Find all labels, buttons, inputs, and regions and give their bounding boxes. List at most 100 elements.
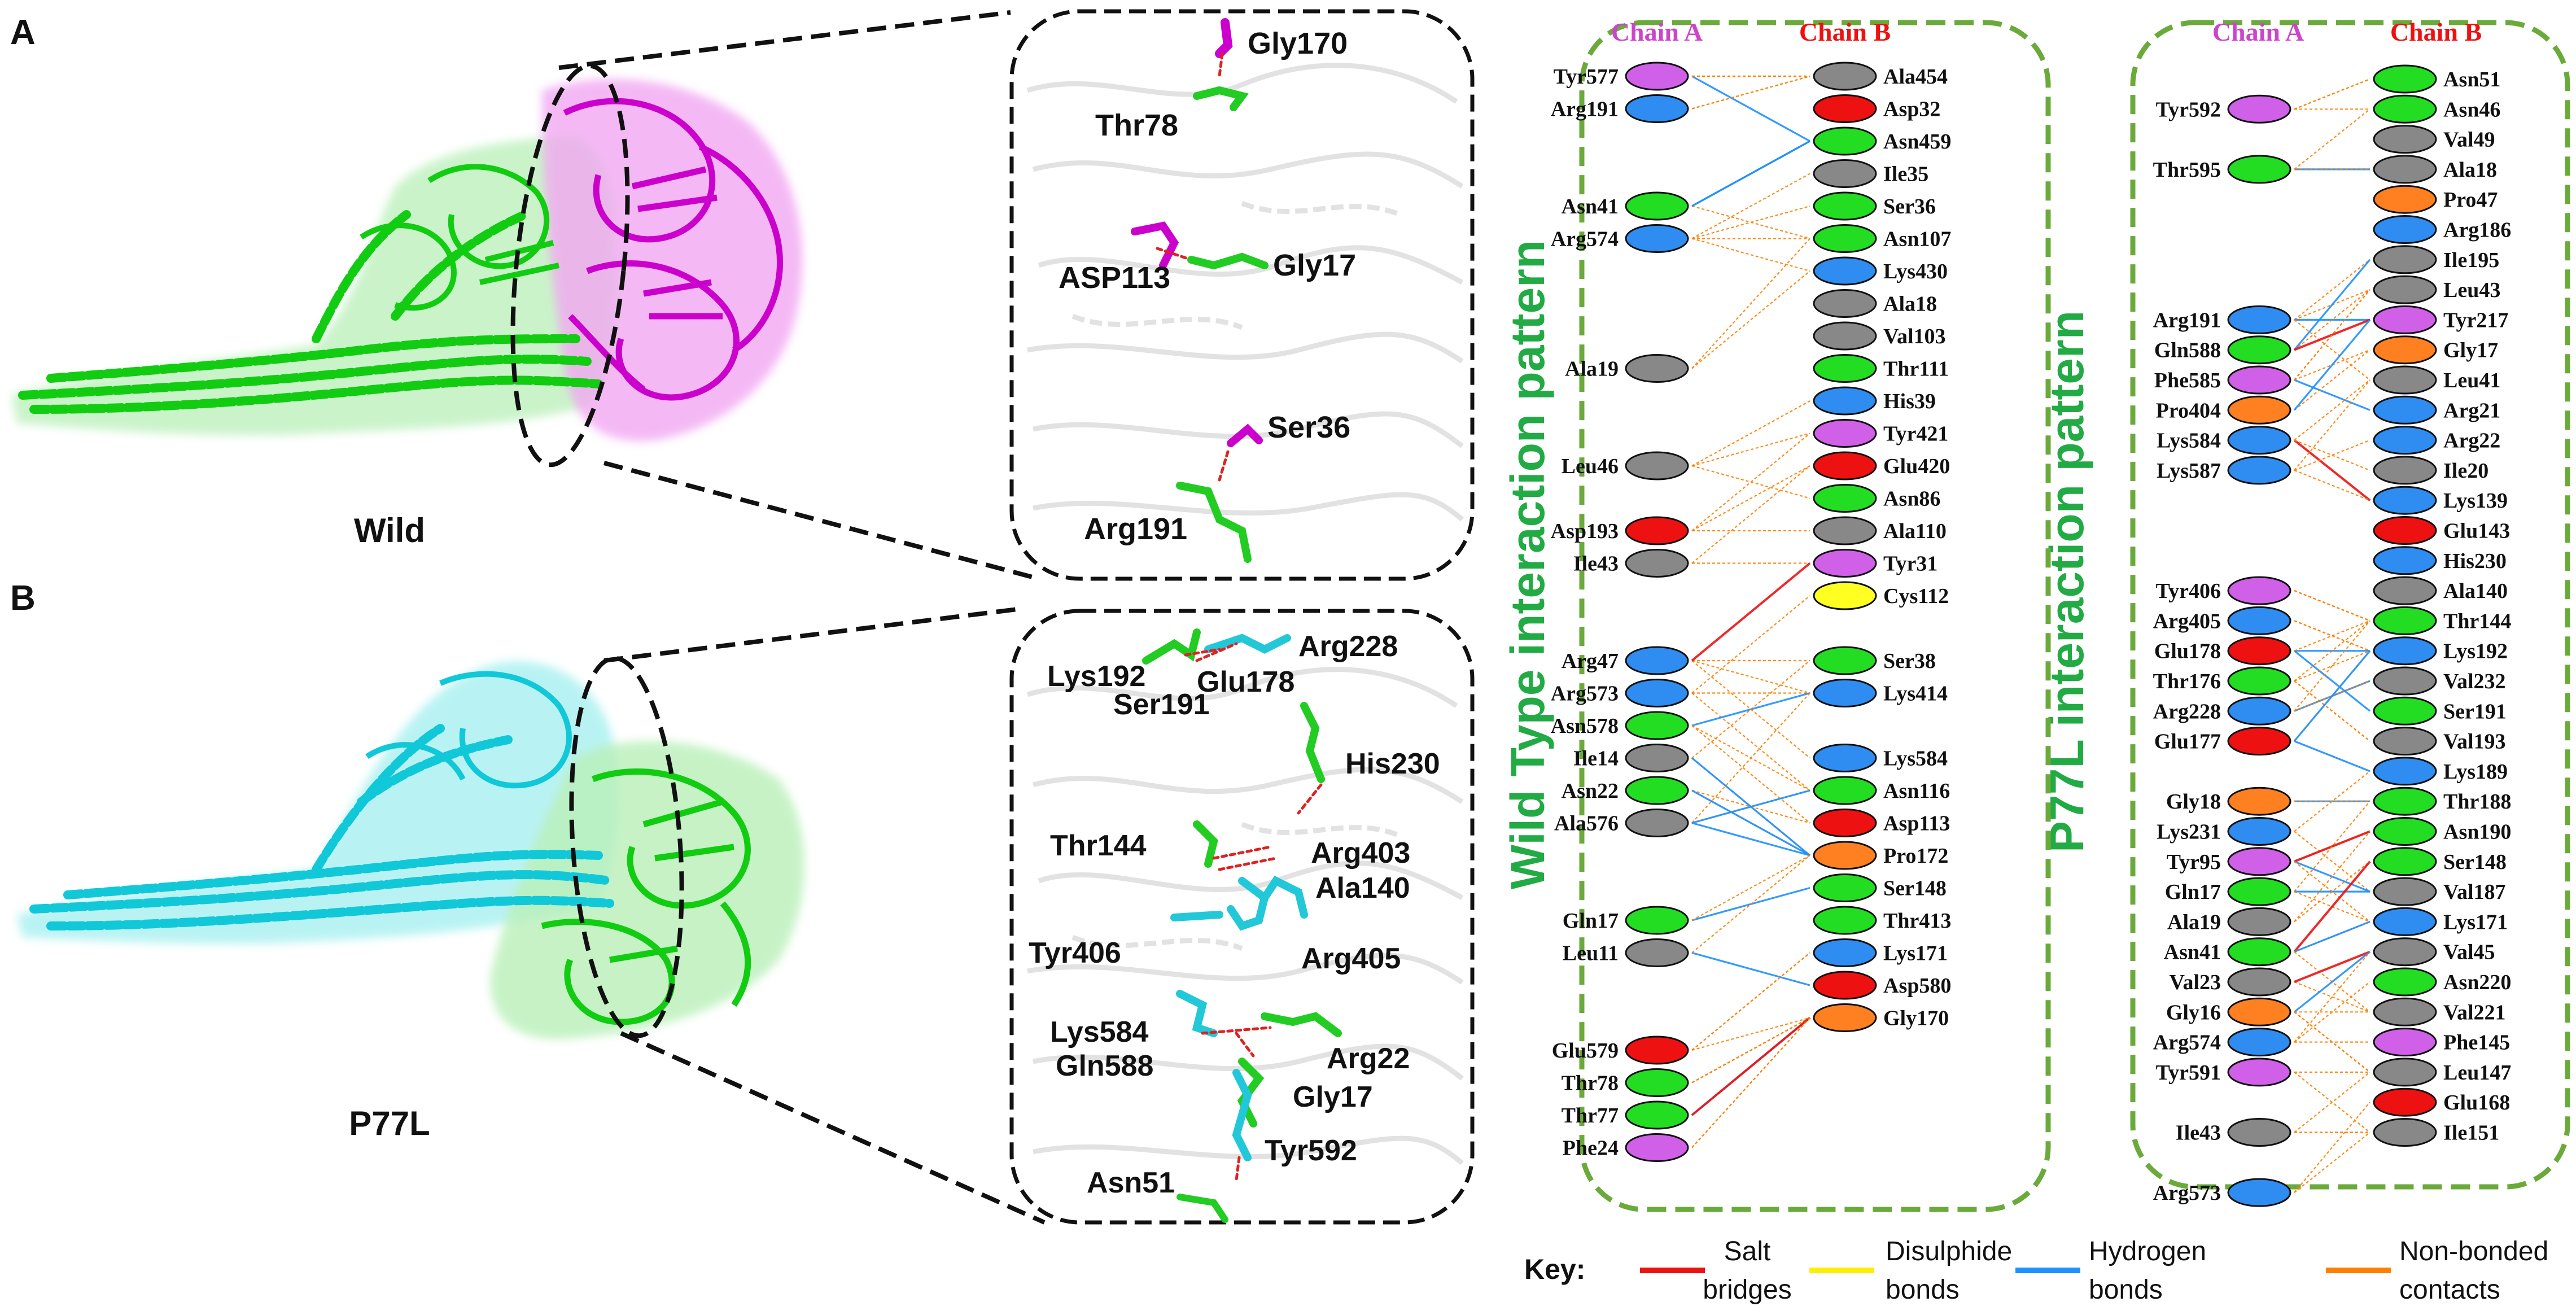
mutant-residue-label: Lys231: [2157, 820, 2221, 844]
mutant-residue-label: Gly16: [2166, 1001, 2221, 1024]
mutant-residue-node: [2373, 516, 2437, 545]
bond-line: [1691, 238, 1810, 272]
mutant-residue-label: Tyr406: [2156, 579, 2221, 603]
wild-residue-node: [1625, 224, 1689, 253]
mutant-residue-node: [2227, 847, 2291, 876]
zoom-b-label: Arg22: [1327, 1042, 1410, 1075]
mutant-residue-label: Gln588: [2154, 339, 2221, 362]
wild-residue-node: [1625, 94, 1689, 123]
zoom-b-label: Ala140: [1315, 872, 1410, 905]
mutant-residue-node: [2373, 305, 2437, 334]
mutant-residue-label: Tyr95: [2167, 850, 2221, 874]
mutant-residue-label: Pro47: [2443, 188, 2498, 212]
bond-line: [2294, 830, 2371, 863]
mutant-residue-label: Asn41: [2164, 941, 2221, 964]
bond-line: [1691, 75, 1810, 110]
bond-line: [1691, 951, 1810, 986]
wild-residue-label: Glu579: [1552, 1039, 1619, 1063]
mutant-residue-node: [2373, 817, 2437, 846]
mutant-residue-node: [2227, 1058, 2291, 1087]
wild-residue-node: [1813, 126, 1877, 156]
mutant-residue-label: Thr188: [2443, 790, 2511, 814]
mutant-residue-node: [2227, 937, 2291, 967]
wild-residue-node: [1813, 354, 1877, 383]
wild-residue-label: Arg47: [1562, 649, 1619, 673]
wild-residue-label: Phe24: [1563, 1137, 1619, 1160]
wild-residue-node: [1813, 971, 1877, 1000]
zoom-b-label: Tyr592: [1265, 1134, 1357, 1167]
wild-residue-label: Asp193: [1551, 519, 1619, 543]
wild-structure: [11, 63, 803, 468]
mutant-residue-node: [2373, 877, 2437, 906]
mutant-residue-node: [2227, 1028, 2291, 1057]
wild-residue-node: [1813, 938, 1877, 967]
mutant-residue-node: [2227, 907, 2291, 936]
mutant-residue-node: [2373, 1087, 2437, 1117]
bond-line: [2294, 831, 2371, 923]
wild-residue-label: Lys171: [1883, 942, 1948, 966]
wild-residue-node: [1625, 451, 1689, 480]
mutant-residue-label: Tyr592: [2156, 98, 2221, 121]
wild-residue-node: [1813, 646, 1877, 675]
mutant-residue-node: [2227, 727, 2291, 756]
wild-residue-label: Ala576: [1554, 812, 1619, 836]
wild-residue-label: Ala19: [1565, 357, 1619, 381]
wild-residue-node: [1813, 776, 1877, 805]
wild-residue-node: [1813, 679, 1877, 707]
bond-line: [1691, 692, 1810, 791]
zoom-a-label: Ser36: [1267, 410, 1350, 444]
wild-residue-node: [1813, 419, 1877, 448]
wild-residue-node: [1813, 386, 1877, 416]
mutant-residue-label: Asn190: [2443, 820, 2511, 844]
mutant-pattern-panel: [2130, 20, 2570, 1190]
mutant-residue-label: Lys587: [2157, 459, 2221, 483]
mutant-residue-label: Lys171: [2443, 910, 2508, 934]
mutant-residue-node: [2373, 245, 2437, 274]
bond-line: [2294, 680, 2371, 742]
mutant-residue-node: [2227, 997, 2291, 1026]
mutant-residue-label: Gly17: [2443, 339, 2498, 362]
mutant-residue-node: [2373, 125, 2437, 154]
wild-residue-label: Asn459: [1883, 130, 1951, 154]
mutant-residue-label: Leu43: [2443, 278, 2500, 302]
wild-residue-label: Asp580: [1883, 974, 1951, 998]
wild-residue-node: [1813, 873, 1877, 902]
legend-label: bonds: [2089, 1275, 2163, 1305]
wild-residue-node: [1813, 549, 1877, 578]
zoom-a-label: Gly17: [1273, 248, 1356, 282]
legend-label: contacts: [2399, 1275, 2500, 1305]
wild-residue-label: Gly170: [1883, 1007, 1949, 1030]
legend-label: Disulphide: [1886, 1237, 2012, 1266]
mutant-residue-node: [2373, 967, 2437, 997]
bond-line: [1691, 789, 1810, 857]
mutant-residue-node: [2227, 576, 2291, 605]
wild-residue-label: Asp113: [1883, 812, 1950, 836]
mutant-residue-node: [2373, 335, 2437, 365]
bond-line: [2294, 620, 2371, 712]
wild-residue-node: [1625, 744, 1689, 772]
mutant-residue-node: [2373, 727, 2437, 756]
bond-line: [1691, 855, 1810, 921]
mutant-residue-node: [2227, 817, 2291, 846]
wild-residue-node: [1813, 516, 1877, 545]
mutant-residue-node: [2373, 486, 2437, 515]
mutant-residue-label: Val23: [2169, 971, 2221, 994]
mutant-residue-node: [2227, 636, 2291, 666]
wild-residue-label: Tyr31: [1883, 552, 1938, 576]
wild-residue-node: [1813, 94, 1877, 123]
bond-line: [2294, 981, 2371, 1043]
bond-line: [1691, 432, 1810, 467]
bond-line: [2294, 108, 2371, 170]
mutant-residue-label: Ile195: [2443, 248, 2499, 272]
mutant-residue-label: Val193: [2443, 730, 2506, 754]
bond-line: [2293, 650, 2371, 742]
bond-line: [2294, 289, 2371, 351]
wild-chain-a-header: Chain A: [1611, 18, 1703, 46]
mutant-residue-node: [2373, 1058, 2437, 1087]
mutant-residue-nodes: Tyr592Thr595Arg191Gln588Phe585Pro404Lys5…: [2153, 64, 2511, 1207]
wild-pattern-panel: [1579, 20, 2051, 1212]
mutant-residue-label: Arg574: [2153, 1031, 2221, 1055]
legend-label: Salt: [1724, 1237, 1771, 1266]
wild-residue-label: Thr78: [1562, 1072, 1619, 1095]
